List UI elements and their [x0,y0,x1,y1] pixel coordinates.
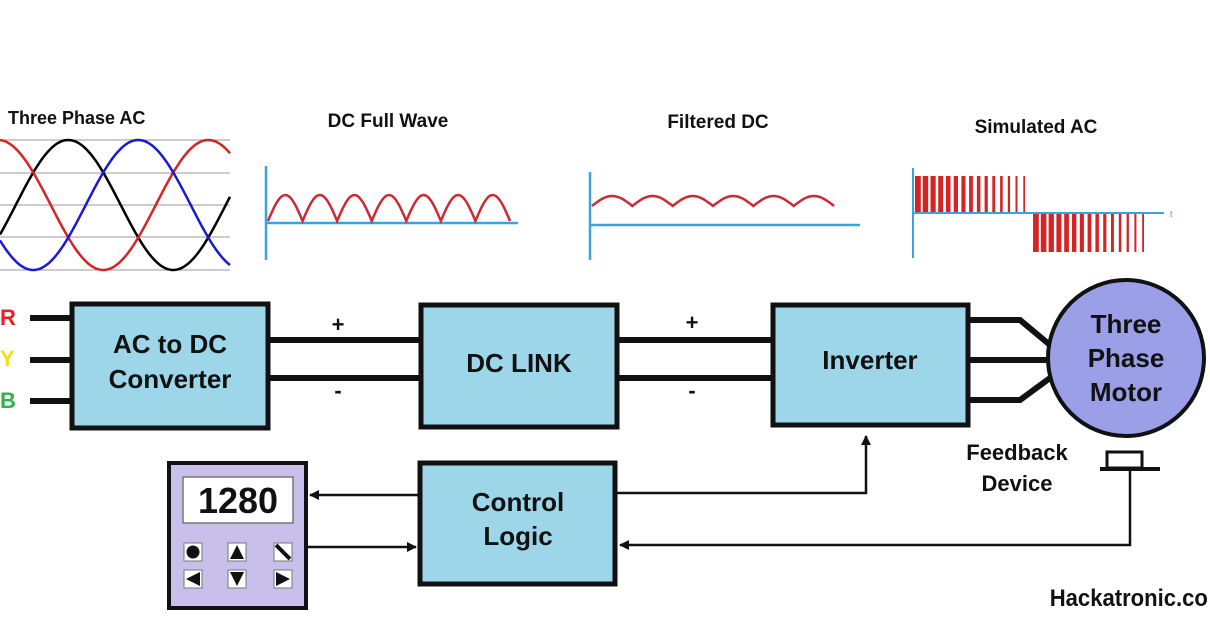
pwm-pulse [1142,213,1144,252]
left-button[interactable] [183,569,203,589]
filtered-dc-signal [591,194,835,208]
dc-link-block: DC LINK [418,302,620,430]
motor-label-line2: Phase [1088,343,1165,373]
left-arrow-icon [186,572,200,586]
keypad-panel[interactable]: 1280 [167,461,308,610]
pwm-pulse [953,176,958,213]
simulated-ac-panel: Simulated AC t [912,117,1173,258]
input-phases: R Y B [0,305,72,413]
control-label-line2: Logic [483,521,552,551]
pwm-pulse [922,176,929,213]
pwm-pulse [1056,213,1062,252]
pwm-pulse [1023,176,1025,213]
pwm-pulse [1048,213,1054,252]
three-phase-ac-panel: Three Phase AC [0,108,232,272]
pwm-pulse [984,176,988,213]
control-signal-lines [308,435,1132,552]
ac-to-dc-converter-block: AC to DC Converter [69,301,271,431]
feedback-label-line2: Device [982,471,1053,496]
pwm-pulse [915,176,921,213]
dc-full-wave-panel: DC Full Wave [264,111,518,260]
three-phase-gridlines [0,139,230,271]
pwm-pulse [930,176,936,213]
circle-icon [186,545,200,559]
inverter-label: Inverter [822,345,917,375]
converter-label-line2: Converter [109,364,232,394]
dc-link-label: DC LINK [466,348,572,378]
filtered-dc-title: Filtered DC [667,112,769,133]
display-value: 1280 [198,480,278,521]
pwm-pulse [1134,213,1137,252]
motor-output-lines [968,317,1052,403]
pwm-pulse [1000,176,1003,213]
minus-sign: - [334,378,341,403]
down-arrow-icon [230,572,244,586]
phase-y-label: Y [0,346,15,371]
phase-a-wave [0,138,232,272]
dc-bus-2: + - [616,310,772,403]
phase-r-label: R [0,305,16,330]
watermark: Hackatronic.co [1050,584,1208,611]
three-phase-motor: Three Phase Motor [1046,278,1206,438]
dc-full-wave-title: DC Full Wave [328,111,449,132]
pwm-pulse [1079,213,1084,252]
pwm-pulse [1007,176,1011,213]
feedback-arrow [619,470,1132,550]
right-button[interactable] [273,569,293,589]
three-phase-ac-title: Three Phase AC [8,108,145,128]
motor-label-line3: Motor [1090,377,1162,407]
pwm-pulse [961,176,966,213]
phase-b-label: B [0,388,16,413]
pwm-pulse [1072,213,1077,252]
plus-sign: + [332,312,345,337]
simulated-ac-title: Simulated AC [975,117,1098,138]
control-logic-block: Control Logic [417,460,618,587]
phase-b-wave [0,138,231,272]
phase-c-wave [0,138,231,272]
pwm-pulse [938,176,944,213]
pwm-pulse [1126,213,1129,252]
time-axis-label: t [1170,209,1173,219]
feedback-device: Feedback Device [966,440,1160,496]
dc-bus-1: + - [268,312,420,403]
pwm-pulse [1015,176,1018,213]
motor-label-line1: Three [1091,309,1162,339]
record-button[interactable] [183,542,203,562]
pwm-pulse [1087,213,1092,252]
inverter-block: Inverter [770,302,971,428]
converter-label-line1: AC to DC [113,329,227,359]
pwm-pulse [1095,213,1099,252]
edit-button[interactable] [273,542,293,562]
pwm-pulses [915,176,1144,252]
feedback-label-line1: Feedback [966,440,1068,465]
pwm-pulse [992,176,996,213]
feedback-sensor-icon [1105,450,1144,470]
pwm-pulse [1118,213,1122,252]
pwm-pulse [1064,213,1069,252]
pwm-pulse [1040,213,1047,252]
control-to-inverter-arrow [615,435,871,495]
pwm-pulse [945,176,951,213]
control-label-line1: Control [472,487,564,517]
minus-sign: - [688,378,695,403]
keypad-display [182,476,294,524]
full-wave-rectified-signal [266,193,512,225]
pwm-pulse [969,176,973,213]
plus-sign: + [686,310,699,335]
pwm-pulse [1033,213,1039,252]
up-arrow-icon [230,545,244,559]
pwm-pulse [1111,213,1114,252]
down-button[interactable] [227,569,247,589]
up-button[interactable] [227,542,247,562]
diagonal-icon [274,543,292,561]
pwm-pulse [976,176,981,213]
pwm-pulse [1103,213,1107,252]
filtered-dc-panel: Filtered DC [588,112,860,260]
right-arrow-icon [276,572,290,586]
